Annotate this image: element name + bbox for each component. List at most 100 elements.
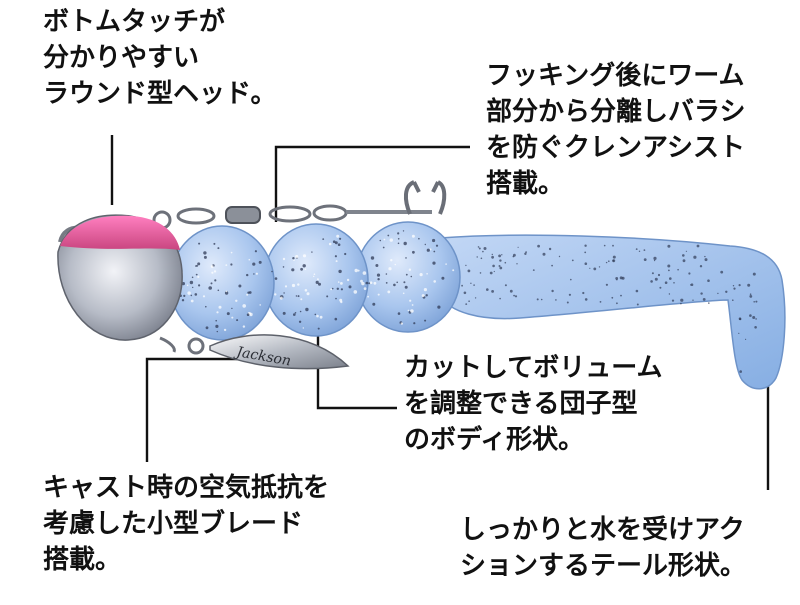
glitter-flake xyxy=(465,303,468,305)
callout-body-line-1: カットしてボリューム xyxy=(404,353,663,383)
glitter-flake xyxy=(492,264,495,268)
glitter-flake xyxy=(605,261,608,264)
glitter-flake xyxy=(335,260,338,263)
glitter-flake xyxy=(476,256,478,258)
callout-assist-line-2: 部分から分離しバラシ xyxy=(486,97,746,127)
glitter-flake xyxy=(667,264,671,268)
glitter-flake xyxy=(749,314,752,317)
glitter-flake xyxy=(659,286,662,289)
glitter-flake xyxy=(387,290,391,294)
glitter-flake xyxy=(548,247,552,251)
glitter-flake xyxy=(279,296,283,300)
glitter-flake xyxy=(491,255,494,259)
glitter-flake xyxy=(584,244,587,247)
callout-assist: フッキング後にワーム 部分から分離しバラシ を防ぐクレンアシスト 搭載。 xyxy=(486,58,745,202)
glitter-flake xyxy=(426,273,428,275)
glitter-flake xyxy=(282,311,286,315)
glitter-flake xyxy=(680,298,684,302)
glitter-flake xyxy=(314,313,317,316)
glitter-flake xyxy=(253,273,255,275)
glitter-flake xyxy=(394,263,396,266)
glitter-flake xyxy=(298,320,302,323)
glitter-flake xyxy=(504,261,507,264)
glitter-flake xyxy=(680,302,682,305)
glitter-flake xyxy=(297,295,300,298)
glitter-flake xyxy=(190,294,193,297)
glitter-flake xyxy=(362,271,367,275)
glitter-flake xyxy=(433,250,436,253)
glitter-flake xyxy=(223,328,227,332)
glitter-flake xyxy=(482,250,484,253)
glitter-flake xyxy=(339,298,343,302)
glitter-flake xyxy=(282,266,285,268)
glitter-flake xyxy=(612,244,614,247)
glitter-flake xyxy=(412,250,415,254)
glitter-flake xyxy=(291,283,296,288)
glitter-flake xyxy=(720,270,724,274)
glitter-flake xyxy=(196,264,198,267)
glitter-flake xyxy=(246,293,249,296)
glitter-flake xyxy=(707,279,710,283)
glitter-flake xyxy=(732,285,735,287)
glitter-flake xyxy=(636,303,639,306)
glitter-flake xyxy=(405,257,407,259)
glitter-flake xyxy=(293,259,295,262)
glitter-flake xyxy=(353,290,358,294)
glitter-flake xyxy=(339,237,342,240)
glitter-flake xyxy=(215,324,219,328)
worm-body xyxy=(169,221,461,341)
glitter-flake xyxy=(407,309,410,312)
glitter-flake xyxy=(491,253,493,256)
glitter-flake xyxy=(702,298,706,301)
glitter-flake xyxy=(331,287,334,290)
glitter-flake xyxy=(514,295,518,298)
glitter-flake xyxy=(377,278,380,281)
glitter-flake xyxy=(297,283,300,286)
glitter-flake xyxy=(682,254,685,257)
glitter-flake xyxy=(582,291,585,295)
glitter-flake xyxy=(231,316,234,319)
glitter-flake xyxy=(410,275,413,278)
glitter-flake xyxy=(390,259,393,262)
glitter-flake xyxy=(368,282,371,285)
glitter-flake xyxy=(682,259,686,263)
glitter-flake xyxy=(568,293,572,296)
callout-tail-line-1: しっかりと水を受けアク xyxy=(460,515,745,545)
glitter-flake xyxy=(571,259,574,262)
glitter-flake xyxy=(299,310,302,313)
glitter-flake xyxy=(688,272,691,275)
glitter-flake xyxy=(375,264,379,267)
glitter-flake xyxy=(598,266,601,268)
glitter-flake xyxy=(404,285,408,289)
glitter-flake xyxy=(483,247,487,250)
glitter-flake xyxy=(393,283,396,287)
glitter-flake xyxy=(616,302,618,305)
glitter-flake xyxy=(704,258,708,262)
glitter-flake xyxy=(452,269,455,272)
glitter-flake xyxy=(213,242,216,245)
glitter-flake xyxy=(246,273,249,277)
glitter-flake xyxy=(468,300,470,303)
glitter-flake xyxy=(752,272,756,276)
glitter-flake xyxy=(340,288,343,291)
glitter-flake xyxy=(612,255,616,259)
assist-swivel xyxy=(152,204,432,230)
glitter-flake xyxy=(669,277,672,280)
glitter-flake xyxy=(224,291,229,295)
glitter-flake xyxy=(210,265,214,268)
glitter-flake xyxy=(621,276,625,280)
glitter-flake xyxy=(346,278,350,282)
glitter-flake xyxy=(230,263,233,266)
glitter-flake xyxy=(336,287,339,290)
glitter-flake xyxy=(292,257,295,260)
glitter-flake xyxy=(745,338,747,340)
glitter-flake xyxy=(493,270,495,273)
glitter-flake xyxy=(334,241,338,245)
glitter-flake xyxy=(566,301,569,304)
glitter-flake xyxy=(271,270,273,273)
glitter-flake xyxy=(738,284,741,287)
glitter-flake xyxy=(181,299,185,302)
glitter-flake xyxy=(690,283,694,287)
glitter-flake xyxy=(405,273,408,276)
callout-head: ボトムタッチが 分かりやすい ラウンド型ヘッド。 xyxy=(43,4,276,112)
